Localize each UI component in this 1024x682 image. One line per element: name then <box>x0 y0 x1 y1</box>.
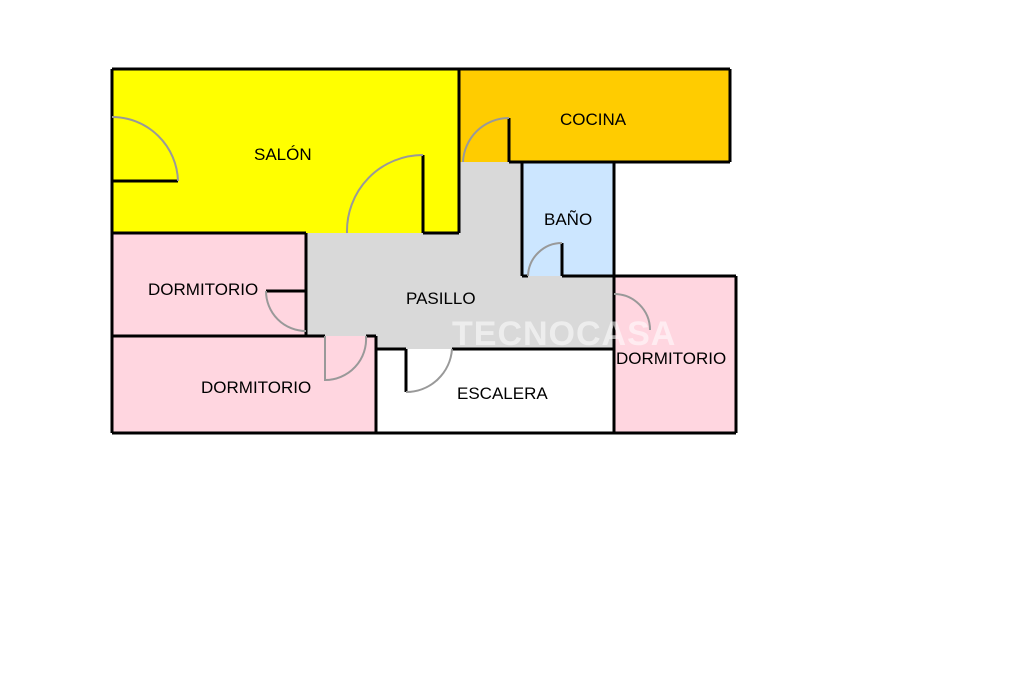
dormitorio-bottom-left-door-arc <box>324 335 368 382</box>
dormitorio-bottom-left-room <box>112 336 376 433</box>
dormitorio-top-left-label: DORMITORIO <box>148 280 258 299</box>
dormitorio-right-room <box>614 276 736 433</box>
bano-label: BAÑO <box>544 210 592 229</box>
dormitorio-top-left-door-arc <box>265 290 307 332</box>
escalera-label: ESCALERA <box>457 384 548 403</box>
salon-left-door-arc <box>111 116 179 182</box>
pasillo-label: PASILLO <box>406 289 476 308</box>
escalera-door-arc <box>405 348 453 394</box>
salon-label: SALÓN <box>254 145 312 164</box>
salon-hall-door-arc <box>345 154 424 234</box>
bano-room <box>522 162 614 276</box>
dormitorio-right-label: DORMITORIO <box>616 349 726 368</box>
cocina-label: COCINA <box>560 110 627 129</box>
dormitorio-right-door-arc <box>613 293 651 331</box>
walls <box>110 67 738 435</box>
doors <box>111 116 651 394</box>
bano-door-arc <box>527 242 563 277</box>
pasillo-room <box>306 162 614 349</box>
cocina-room <box>459 69 730 162</box>
dormitorio-bottom-left-label: DORMITORIO <box>201 378 311 397</box>
cocina-door-arc <box>462 116 510 163</box>
dormitorio-top-left-room <box>112 233 306 336</box>
watermark-logo: TECNOCASA <box>452 315 676 353</box>
